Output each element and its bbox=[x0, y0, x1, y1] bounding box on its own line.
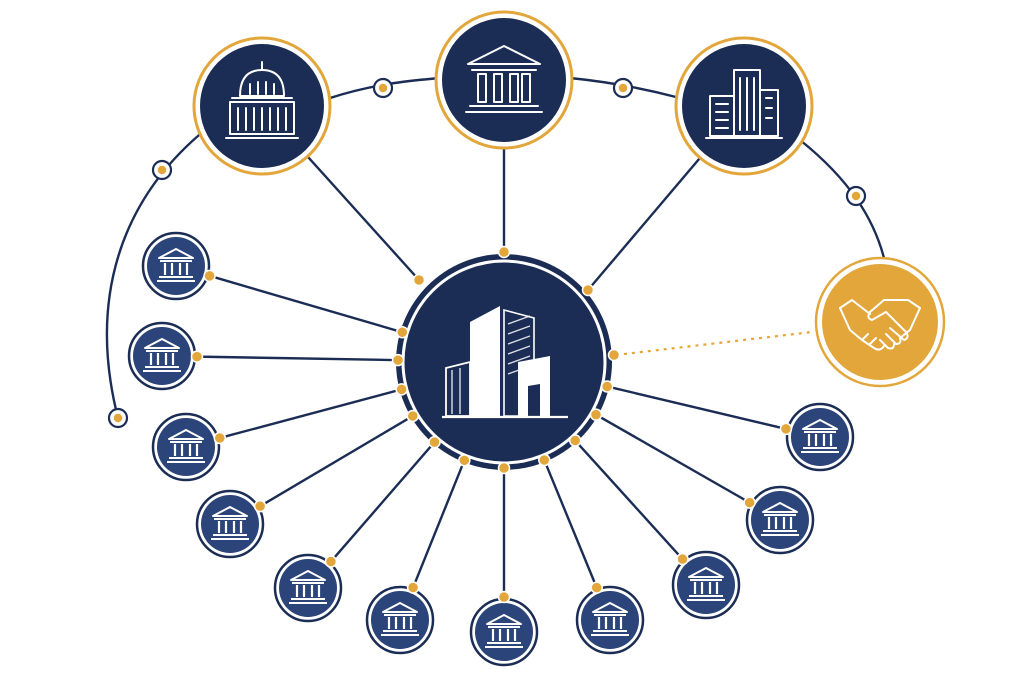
branch-node[interactable] bbox=[273, 553, 343, 623]
hub-dot bbox=[568, 434, 582, 447]
branch-node[interactable] bbox=[671, 550, 741, 620]
branch-dot bbox=[497, 590, 511, 604]
hub-dot bbox=[412, 273, 426, 287]
branch-dot bbox=[779, 422, 793, 436]
branch-dot bbox=[190, 350, 204, 363]
hub-dot bbox=[497, 461, 511, 475]
branch-dot bbox=[324, 555, 338, 568]
branch-node[interactable] bbox=[195, 489, 265, 559]
branch-node[interactable] bbox=[469, 597, 539, 667]
bank-columns-icon bbox=[465, 45, 543, 113]
arc-dots bbox=[107, 77, 867, 429]
branch-dot bbox=[743, 496, 756, 509]
hub-dot bbox=[600, 380, 614, 393]
hub-dot bbox=[396, 325, 409, 339]
hub-dot bbox=[589, 408, 603, 421]
capitol-dome-icon bbox=[225, 61, 299, 139]
branch-dot bbox=[676, 552, 689, 566]
branch-node[interactable] bbox=[127, 321, 197, 391]
branch-node[interactable] bbox=[365, 585, 435, 655]
branch-connector bbox=[209, 274, 403, 334]
branch-dot bbox=[253, 499, 267, 513]
hub-dot bbox=[607, 348, 621, 362]
branch-node[interactable] bbox=[151, 412, 221, 482]
top-node-bank[interactable] bbox=[434, 10, 574, 150]
branch-connector bbox=[606, 385, 787, 431]
outer-arc bbox=[105, 76, 887, 419]
office-tower-icon bbox=[705, 69, 783, 139]
branch-node[interactable] bbox=[785, 402, 855, 472]
branch-connector bbox=[196, 355, 399, 362]
branch-nodes bbox=[127, 231, 855, 667]
branch-node[interactable] bbox=[575, 585, 645, 655]
hub-dot bbox=[406, 409, 420, 423]
branch-dot bbox=[203, 269, 216, 283]
branch-dot bbox=[406, 581, 420, 594]
hub-dot bbox=[581, 283, 595, 297]
branch-connector bbox=[543, 459, 598, 589]
hub-dot bbox=[538, 453, 551, 467]
branch-connector bbox=[259, 414, 414, 508]
hub-dot bbox=[458, 454, 471, 467]
branch-dot bbox=[213, 431, 227, 445]
branch-connector bbox=[595, 413, 751, 504]
partner-node[interactable] bbox=[814, 256, 946, 388]
handshake-icon bbox=[839, 299, 921, 351]
hub-dot bbox=[391, 353, 405, 367]
branch-connector bbox=[574, 439, 684, 560]
branch-dot bbox=[590, 581, 603, 594]
hub-dot bbox=[428, 435, 441, 449]
branch-node[interactable] bbox=[745, 485, 815, 555]
partner-link bbox=[615, 330, 813, 357]
hub-dot bbox=[497, 245, 511, 259]
top-node-office[interactable] bbox=[674, 36, 814, 176]
office-buildings-icon bbox=[442, 306, 568, 419]
branch-connector bbox=[330, 441, 436, 563]
branch-node[interactable] bbox=[141, 231, 211, 301]
branch-connector bbox=[411, 459, 466, 588]
top-node-capitol[interactable] bbox=[192, 36, 332, 176]
hub-node[interactable] bbox=[396, 254, 612, 470]
branch-connector bbox=[219, 388, 402, 440]
hub-connection-dots bbox=[190, 245, 793, 604]
hub-dot bbox=[395, 383, 408, 396]
